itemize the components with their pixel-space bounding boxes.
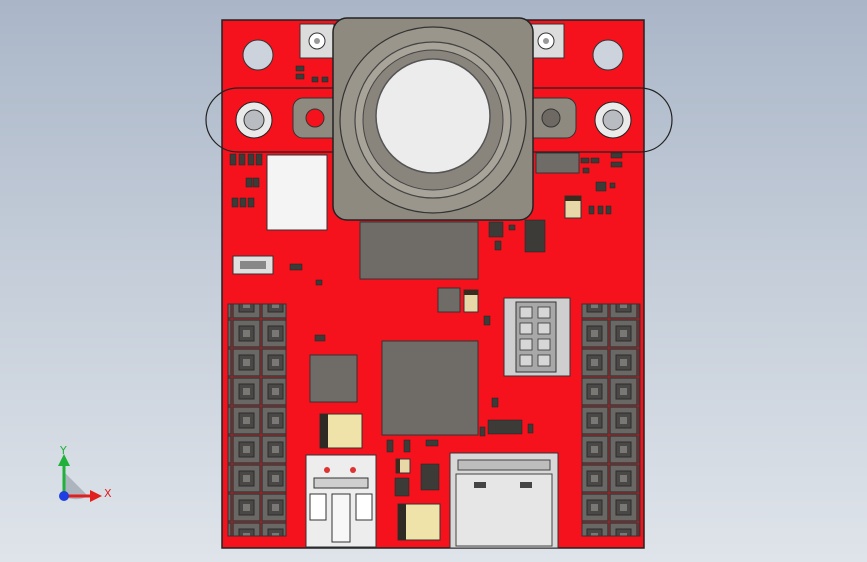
pin-header-left [227, 303, 287, 537]
debug-connector [503, 297, 571, 377]
regulator-block [535, 152, 580, 174]
microcontroller-chip [381, 340, 479, 436]
mounting-holes [235, 39, 632, 139]
jst-connector [305, 454, 377, 548]
z-axis-dot-icon [59, 491, 69, 501]
capacitor-small [395, 458, 411, 474]
mount-hole-top-right [592, 39, 624, 71]
capacitor-mid [463, 289, 479, 313]
capacitor-left-large [319, 413, 363, 449]
axis-triad: Y X [58, 444, 112, 502]
rf-connector-left [299, 23, 335, 59]
pin-header-right [581, 303, 641, 537]
crystal-oscillator [232, 255, 274, 275]
ic-left [309, 354, 358, 403]
x-axis-label: X [104, 487, 112, 500]
image-sensor [359, 221, 479, 280]
y-axis-label: Y [59, 444, 67, 457]
mount-hole-top-left [242, 39, 274, 71]
camera-lens [375, 58, 491, 174]
capacitor-bottom-large [397, 503, 441, 541]
camera-lens-holder [292, 17, 577, 221]
white-component [266, 154, 328, 231]
usb-c-connector [449, 452, 559, 549]
capacitor-top-right [564, 195, 582, 219]
square-ic-small [437, 287, 461, 313]
rf-connector-right [529, 23, 565, 59]
